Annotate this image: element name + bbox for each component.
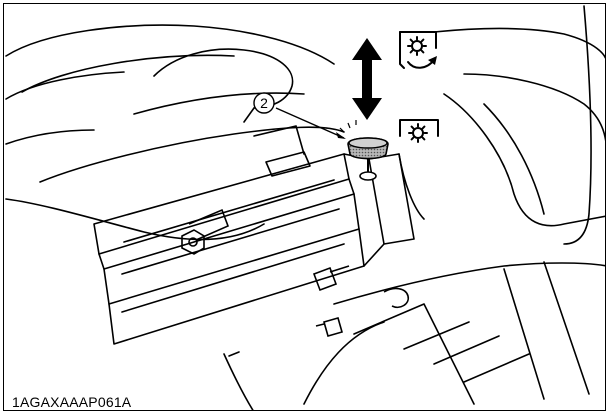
lower-fasteners — [312, 265, 410, 337]
seat-slide-recline-icon — [399, 31, 437, 69]
seat-cushion — [5, 24, 345, 241]
callout-leader — [275, 107, 346, 139]
callout-number: 2 — [260, 95, 268, 111]
adjustment-knob-icon — [347, 137, 389, 181]
hex-bolt — [181, 208, 230, 255]
double-headed-vertical-arrow-icon — [352, 38, 382, 120]
callout-marker: 2 — [253, 92, 275, 114]
right-fender — [433, 5, 605, 245]
floor-step — [223, 261, 605, 410]
motion-marks — [339, 120, 357, 133]
figure-frame: 2 — [3, 3, 606, 411]
figure-code: 1AGAXAAAP061A — [10, 394, 134, 410]
seat-adjust-icon — [399, 119, 439, 143]
tractor-seat-illustration: 2 — [5, 5, 605, 410]
